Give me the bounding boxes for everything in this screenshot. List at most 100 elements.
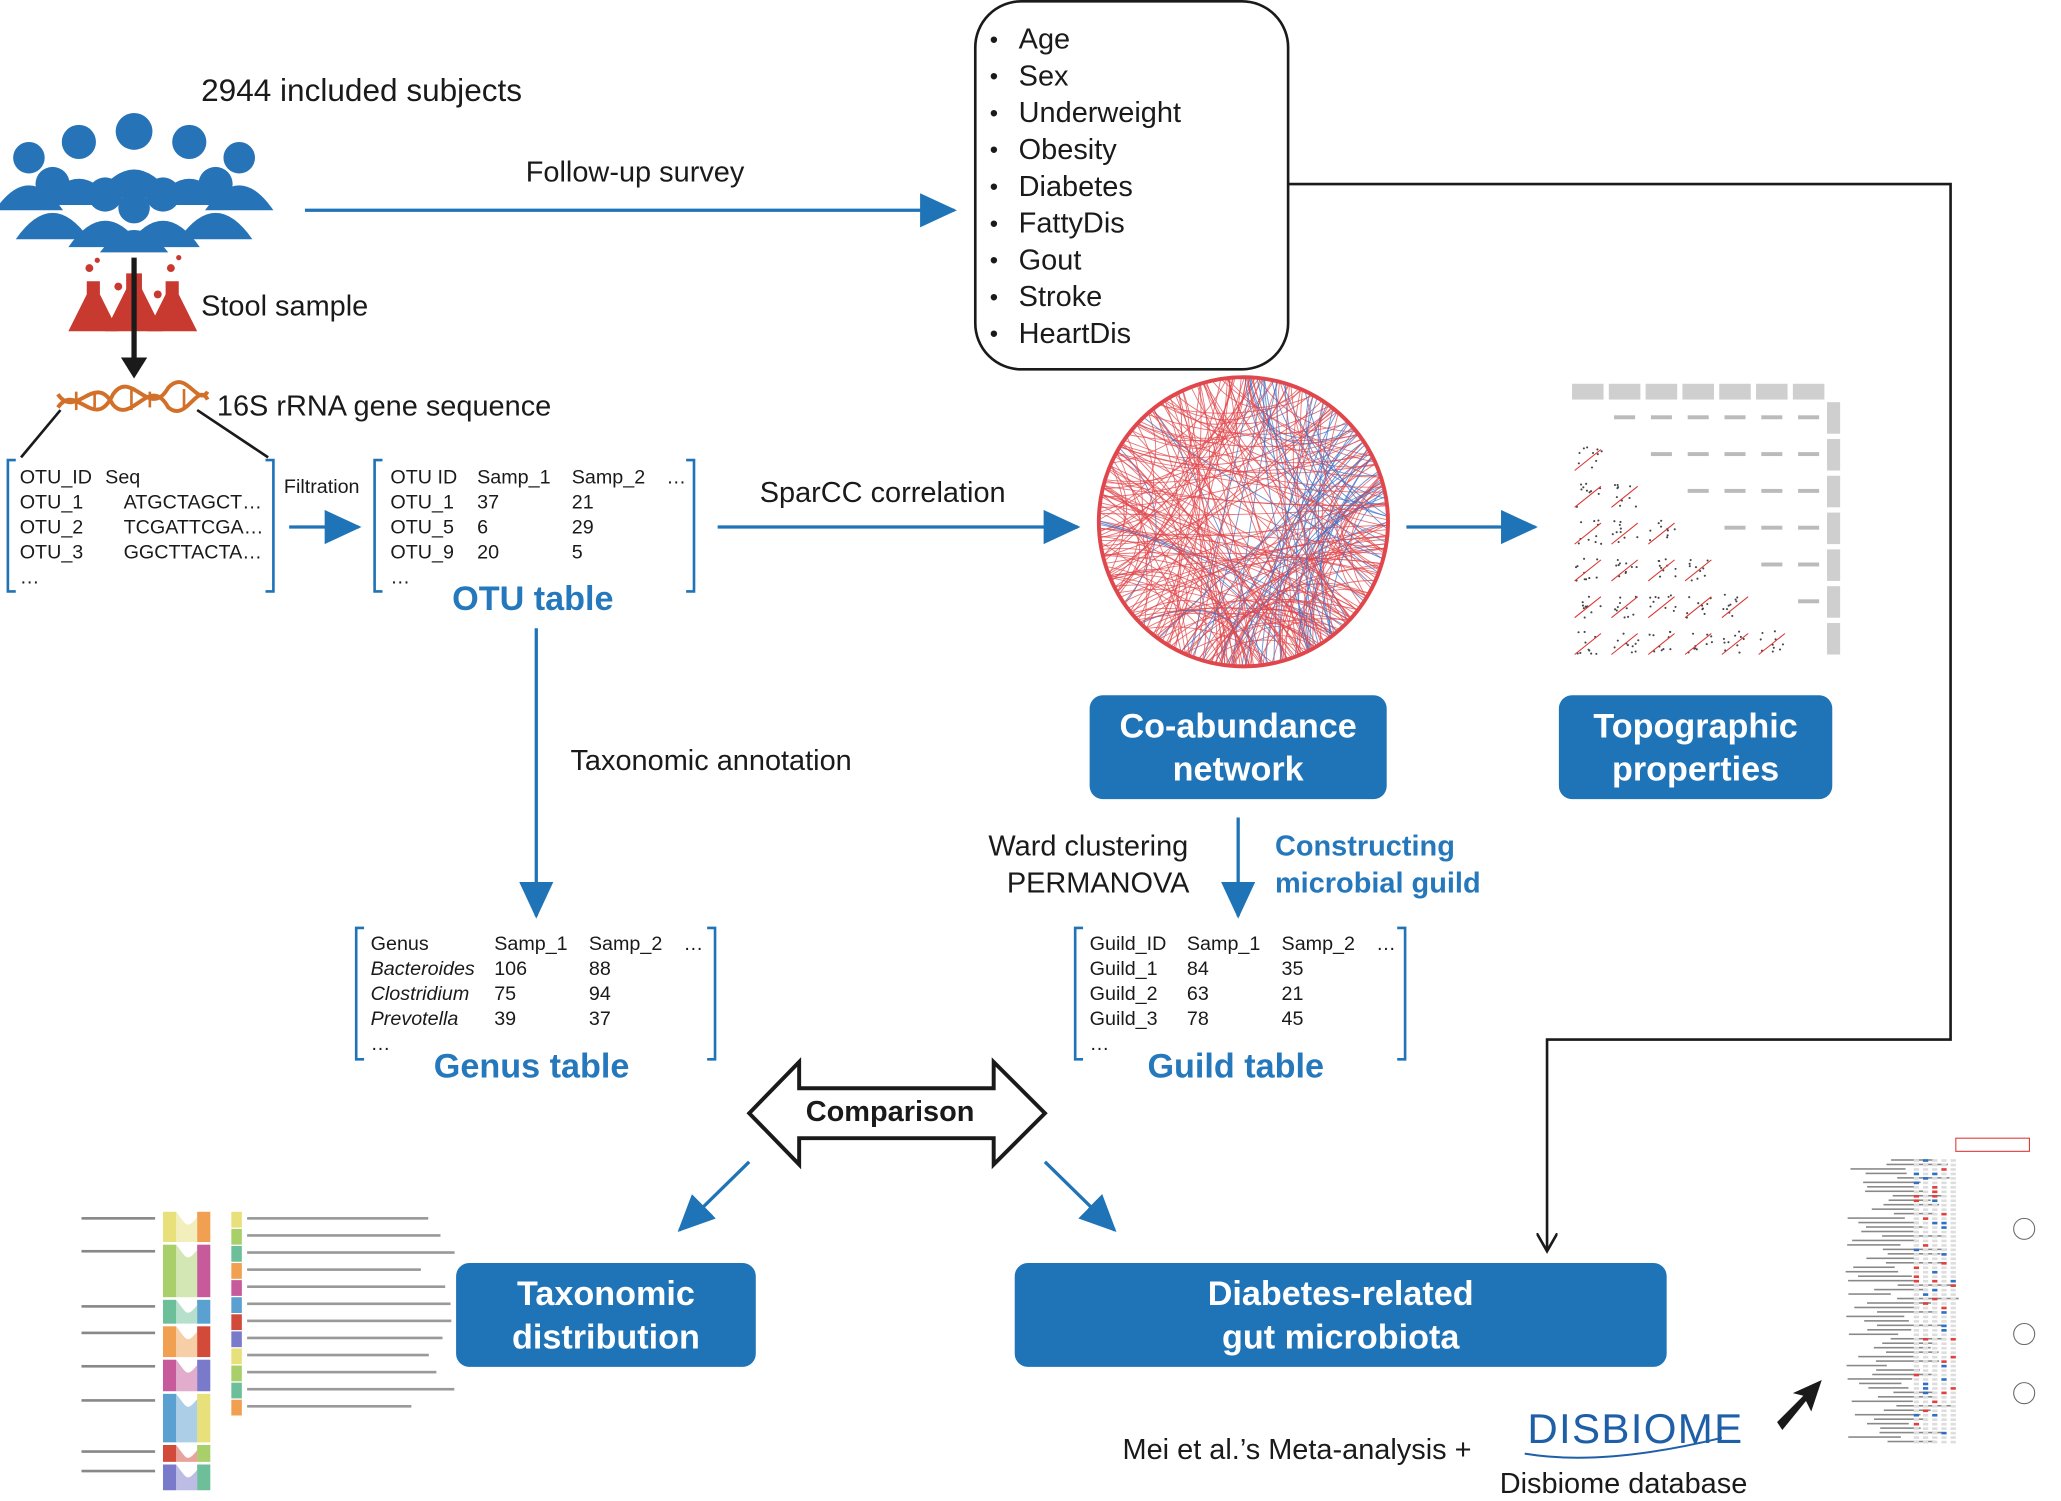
sequence-label: 16S rRNA gene sequence xyxy=(216,389,552,422)
cell-mark xyxy=(1950,1172,1956,1176)
cell-mark xyxy=(1950,1203,1956,1207)
cell-mark xyxy=(1941,1360,1947,1363)
cell-mark xyxy=(1941,1253,1947,1256)
cell-mark xyxy=(1950,1226,1956,1229)
scatter-point xyxy=(1703,574,1706,577)
cell-mark xyxy=(1932,1396,1938,1399)
cell-mark xyxy=(1913,1226,1920,1229)
network-edge xyxy=(1099,438,1363,509)
scatter-point xyxy=(1697,602,1700,605)
network-edge xyxy=(1127,558,1382,609)
cell-mark xyxy=(1950,1253,1956,1256)
survey-item: Obesity xyxy=(990,131,1287,168)
cell-mark xyxy=(1941,1257,1947,1261)
network-edge xyxy=(1299,589,1370,655)
label-stub xyxy=(81,1217,156,1220)
row-stub xyxy=(1886,1351,1939,1353)
scatter-point xyxy=(1742,637,1745,641)
scatter-point xyxy=(1618,523,1621,526)
dna-icon xyxy=(56,380,210,413)
scatter-point xyxy=(1626,644,1629,647)
fit-line xyxy=(1721,633,1749,655)
cell-mark xyxy=(1913,1440,1920,1444)
scatter-point xyxy=(1582,447,1585,450)
survey-item: Gout xyxy=(990,242,1287,279)
cell-mark xyxy=(1941,1400,1947,1404)
row-stub xyxy=(1880,1427,1921,1429)
scatter-point xyxy=(1581,601,1584,604)
scatter-point xyxy=(1761,631,1764,635)
row-stub xyxy=(1846,1315,1905,1318)
network-edge xyxy=(1116,451,1148,627)
fit-line xyxy=(1647,522,1675,545)
cell-mark xyxy=(1950,1261,1956,1265)
cell-mark xyxy=(1922,1266,1929,1270)
scatter-point xyxy=(1725,608,1729,611)
scatter-point xyxy=(1584,641,1587,644)
corr-label xyxy=(1724,415,1746,420)
scatter-point xyxy=(1695,648,1698,651)
cell-mark xyxy=(1932,1190,1938,1194)
scatter-point xyxy=(1577,542,1580,545)
network-edge xyxy=(1279,579,1376,662)
scatter-point xyxy=(1619,504,1622,507)
constructing-label: Constructing xyxy=(1274,829,1455,863)
cell-mark xyxy=(1950,1378,1956,1381)
network-edge xyxy=(1104,552,1379,574)
cell-mark xyxy=(1932,1324,1938,1328)
scatter-point xyxy=(1736,644,1739,647)
cell-mark xyxy=(1922,1288,1929,1292)
alluvial-flow xyxy=(176,1444,198,1462)
cell-mark xyxy=(1941,1221,1947,1225)
cell-mark xyxy=(1950,1369,1956,1372)
cell-mark xyxy=(1932,1413,1938,1417)
cell-mark xyxy=(1950,1418,1956,1422)
scatter-point xyxy=(1729,603,1732,606)
row-stub xyxy=(1848,1293,1891,1295)
scatter-point xyxy=(1658,564,1661,567)
scatter-point xyxy=(1600,542,1603,545)
network-edge xyxy=(1098,522,1334,636)
scatter-point xyxy=(1664,558,1667,561)
scatter-point xyxy=(1657,522,1660,525)
network-edge xyxy=(1108,469,1296,657)
matrix-side-cell xyxy=(1827,438,1841,471)
scatter-point xyxy=(1686,612,1689,615)
cell-mark xyxy=(1922,1194,1929,1198)
cell-mark xyxy=(1922,1422,1929,1426)
cell-mark xyxy=(1922,1190,1929,1194)
scatter-point xyxy=(1595,535,1598,538)
scatter-point xyxy=(1577,631,1580,634)
row-stub xyxy=(1866,1257,1918,1260)
row-stub xyxy=(1848,1333,1899,1336)
scatter-point xyxy=(1652,600,1655,603)
scatter-point xyxy=(1722,637,1725,640)
cell-mark xyxy=(1922,1159,1929,1162)
corr-label xyxy=(1798,488,1820,493)
cell-mark xyxy=(1913,1261,1920,1265)
scatter-point xyxy=(1722,607,1725,611)
cell-mark xyxy=(1950,1163,1956,1167)
cell-mark xyxy=(1922,1212,1929,1216)
fit-line xyxy=(1647,596,1675,619)
cell-mark xyxy=(1913,1427,1920,1430)
scatter-point xyxy=(1595,652,1598,655)
network-edge xyxy=(1285,383,1387,543)
cell-mark xyxy=(1913,1324,1920,1328)
cell-mark xyxy=(1941,1431,1947,1435)
disbiome-logo-text: DISBIOME xyxy=(1527,1405,1743,1452)
network-edge xyxy=(1153,408,1182,647)
cell-mark xyxy=(1941,1203,1947,1207)
network-edge xyxy=(1103,426,1354,558)
cell-mark xyxy=(1950,1279,1956,1283)
cell-mark xyxy=(1950,1440,1956,1444)
scatter-point xyxy=(1574,566,1578,569)
scatter-point xyxy=(1774,638,1777,641)
network-edge xyxy=(1248,377,1355,444)
cell-mark xyxy=(1950,1422,1956,1426)
label-stub xyxy=(247,1217,429,1220)
scatter-point xyxy=(1632,613,1635,616)
